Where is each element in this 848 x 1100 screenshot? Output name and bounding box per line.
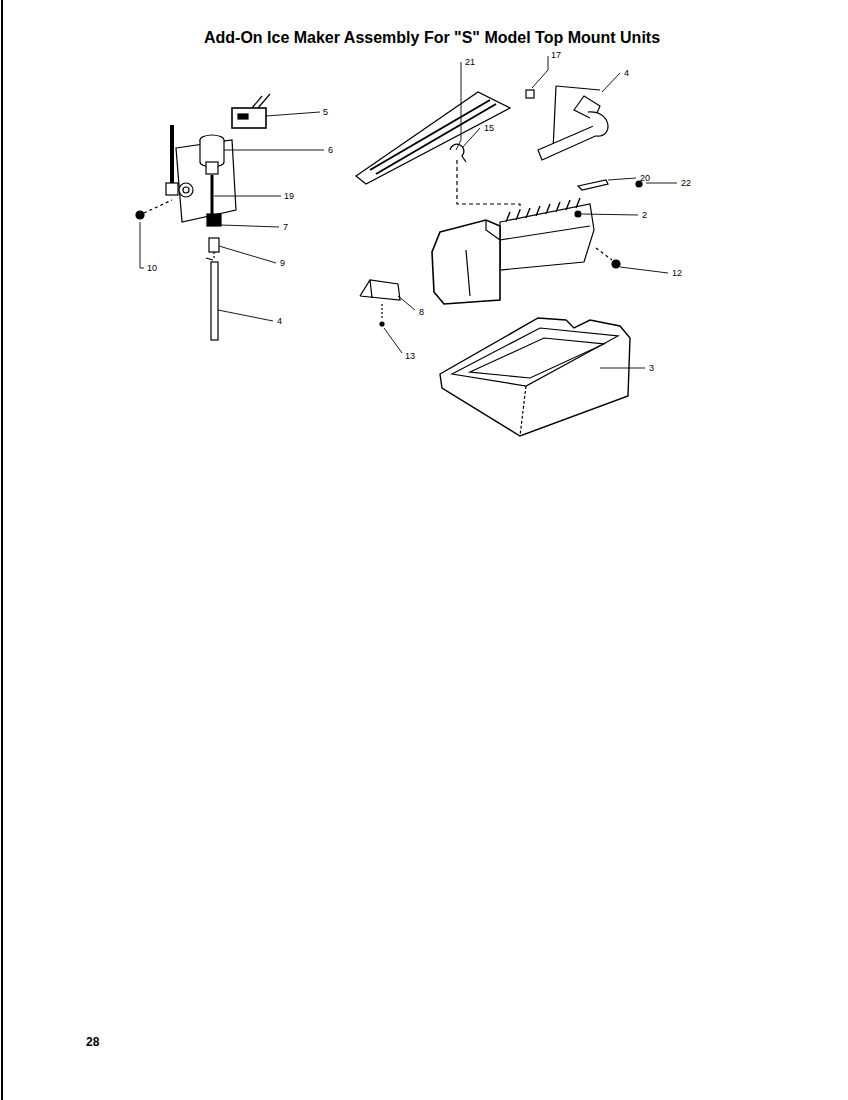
callout-number: 22 — [681, 179, 691, 188]
screw — [380, 322, 384, 326]
bracket — [360, 280, 400, 300]
callout-number: 2 — [642, 211, 647, 220]
callout-number: 4 — [277, 317, 282, 326]
ice-bin — [440, 318, 630, 436]
callout-number: 19 — [284, 192, 294, 201]
fill-cup — [538, 86, 608, 160]
callout-number: 7 — [283, 223, 288, 232]
fill-tube — [211, 262, 218, 340]
wire-harness — [356, 92, 510, 184]
shut-off-arm — [578, 180, 608, 190]
callout-number: 20 — [640, 174, 650, 183]
callout-number: 15 — [484, 124, 494, 133]
wire-connector — [232, 94, 270, 128]
leader-line — [140, 56, 677, 368]
callout-number: 6 — [328, 146, 333, 155]
callout-number: 17 — [551, 51, 561, 60]
callout-number: 8 — [419, 308, 424, 317]
fill-tube-fitting — [209, 238, 219, 252]
callout-number: 21 — [465, 58, 475, 67]
callout-number: 10 — [147, 264, 157, 273]
page-number: 28 — [86, 1036, 99, 1048]
callout-number: 4 — [624, 69, 629, 78]
clip — [526, 90, 534, 98]
page-edge — [1, 0, 3, 1100]
ice-maker — [432, 198, 594, 304]
callout-number: 5 — [323, 108, 328, 117]
callout-number: 13 — [405, 352, 415, 361]
callout-number: 12 — [672, 269, 682, 278]
callout-number: 9 — [280, 259, 285, 268]
screw — [136, 200, 172, 219]
diagram-title: Add-On Ice Maker Assembly For "S" Model … — [204, 30, 660, 46]
screw — [596, 248, 620, 268]
water-valve-assembly — [166, 125, 236, 226]
callout-number: 3 — [649, 364, 654, 373]
